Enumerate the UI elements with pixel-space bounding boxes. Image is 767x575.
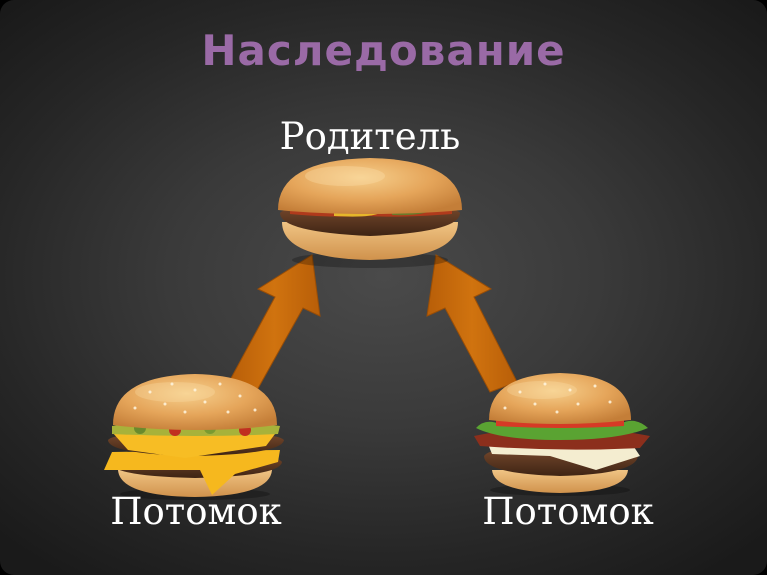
- slide-title: Наследование: [201, 26, 566, 75]
- child-label-right: Потомок: [482, 490, 654, 533]
- plain-hamburger-icon: [278, 158, 462, 268]
- inheritance-arrow-left: [228, 254, 321, 393]
- inheritance-arrow-right: [426, 254, 518, 393]
- child-label-left: Потомок: [110, 490, 282, 533]
- parent-label: Родитель: [279, 115, 461, 158]
- bacon-burger-icon: [474, 373, 650, 496]
- cheeseburger-icon: [104, 374, 284, 500]
